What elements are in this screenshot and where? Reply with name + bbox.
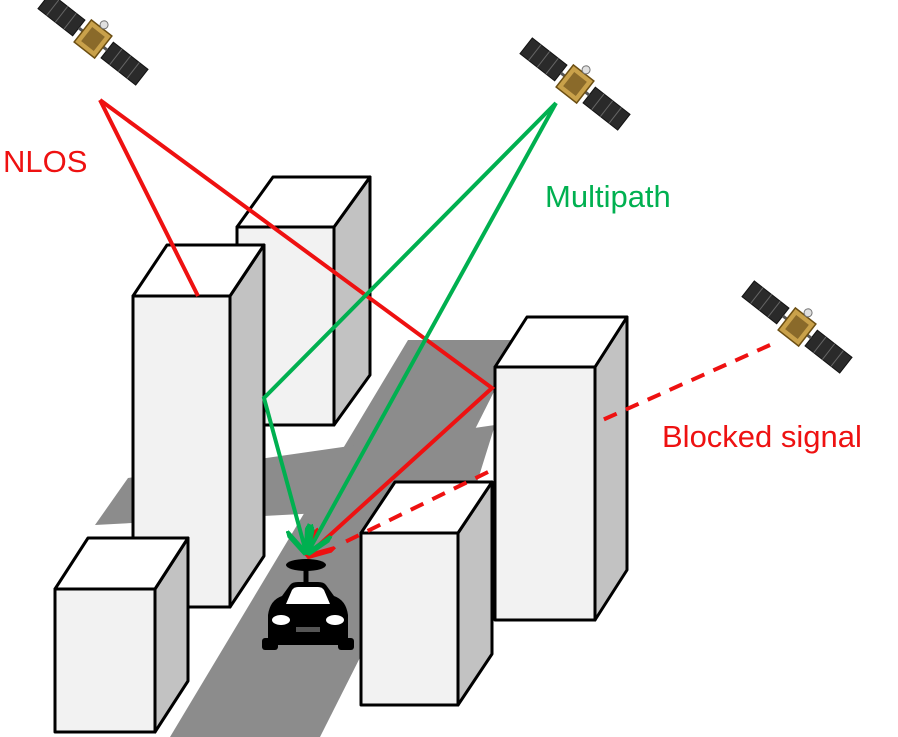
- nlos-rays: [98, 98, 496, 555]
- blocked-signal-rays: [344, 343, 771, 544]
- nlos-ray-reflected: [98, 98, 496, 555]
- multipath-ray-direct: [308, 102, 558, 552]
- satellite-icon: [516, 26, 639, 135]
- multipath-label: Multipath: [545, 179, 671, 214]
- building-bottom-left: [53, 536, 190, 734]
- building-right-back: [493, 315, 629, 622]
- car-icon: [262, 559, 354, 650]
- nlos-label: NLOS: [3, 144, 87, 179]
- multipath-ray-reflected: [261, 101, 558, 552]
- satellite-icon: [738, 269, 861, 378]
- multipath-rays: [261, 101, 558, 552]
- nlos-ray-roof: [98, 99, 200, 297]
- building-front-right: [359, 480, 494, 707]
- blocked-ray-lower: [344, 470, 489, 544]
- blocked-signal-label: Blocked signal: [662, 419, 862, 454]
- building-tall-left: [131, 243, 266, 609]
- blocked-ray-upper: [597, 343, 771, 424]
- satellite-icon: [34, 0, 157, 90]
